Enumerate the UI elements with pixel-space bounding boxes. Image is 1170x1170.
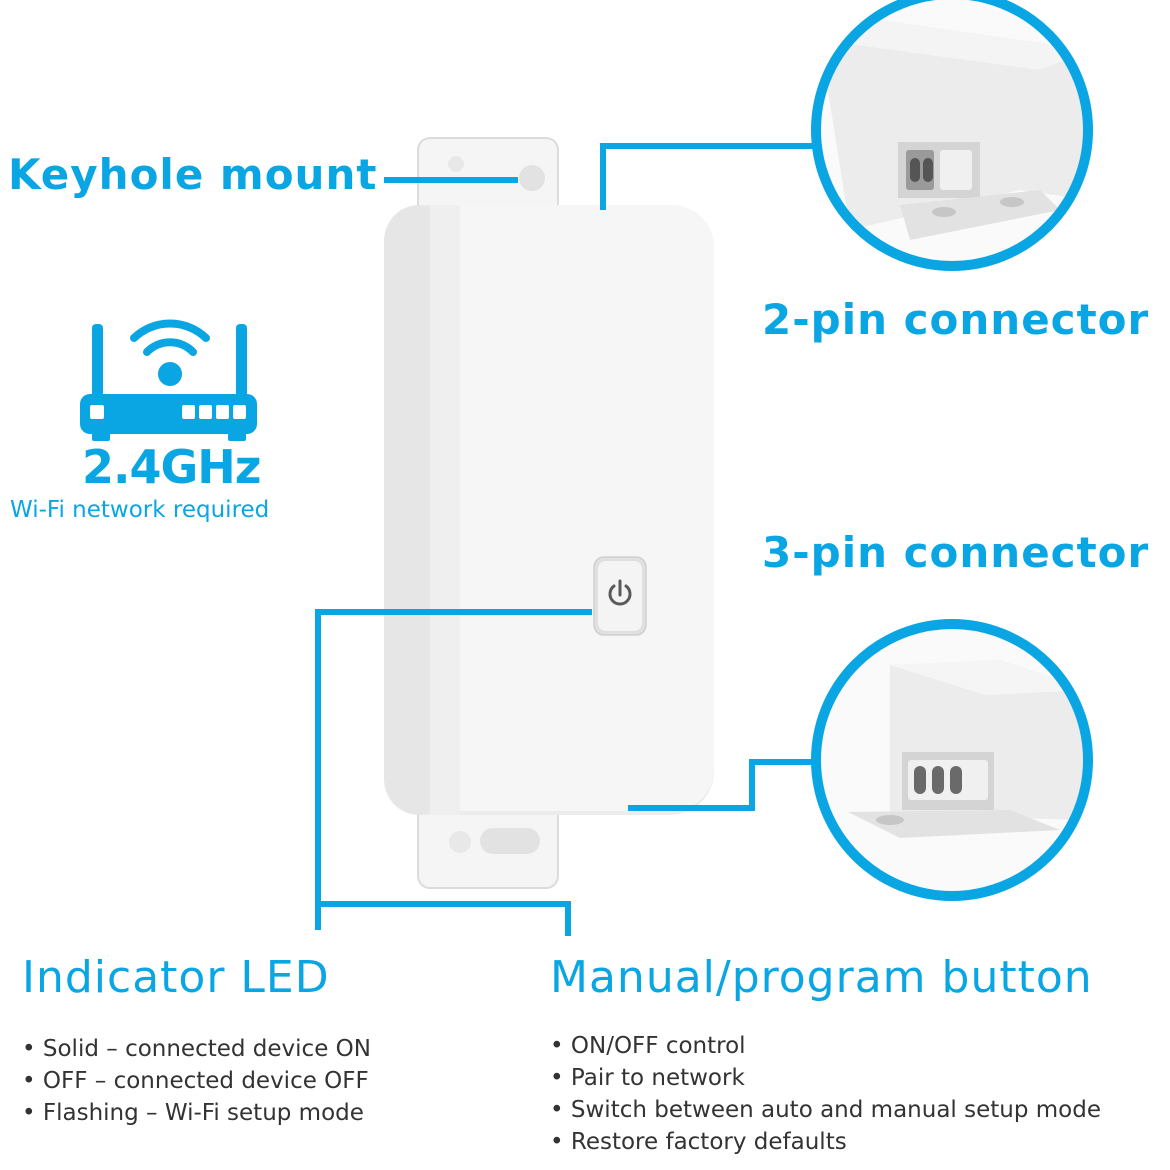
wifi-router-icon [80, 319, 257, 441]
list-item: Restore factory defaults [550, 1126, 1101, 1158]
keyhole-mount-label: Keyhole mount [8, 150, 378, 199]
keyhole-slot-top [448, 156, 545, 191]
list-item: Solid – connected device ON [22, 1033, 371, 1065]
detail-circle-2pin [811, 0, 1093, 271]
manual-button-list: ON/OFF control Pair to network Switch be… [550, 1030, 1101, 1158]
wifi-frequency: 2.4GHz [82, 440, 262, 494]
list-item: Pair to network [550, 1062, 1101, 1094]
indicator-led-title: Indicator LED [22, 952, 330, 1003]
three-pin-connector-label: 3-pin connector [762, 528, 1150, 577]
two-pin-connector-label: 2-pin connector [762, 295, 1150, 344]
leader-line-2pin [600, 143, 816, 210]
wifi-requirement: Wi-Fi network required [10, 497, 270, 523]
list-item: Flashing – Wi-Fi setup mode [22, 1097, 371, 1129]
manual-button-title: Manual/program button [550, 952, 1093, 1003]
list-item: OFF – connected device OFF [22, 1065, 371, 1097]
list-item: Switch between auto and manual setup mod… [550, 1094, 1101, 1126]
leader-line-button [318, 901, 571, 936]
power-icon [608, 579, 632, 606]
list-item: ON/OFF control [550, 1030, 1101, 1062]
indicator-led-list: Solid – connected device ON OFF – connec… [22, 1033, 371, 1129]
keyhole-slot-bottom [449, 828, 540, 854]
device-body [384, 205, 714, 815]
leader-line-3pin [628, 759, 816, 811]
detail-circle-3pin [811, 619, 1093, 901]
leader-line-led [315, 609, 592, 930]
